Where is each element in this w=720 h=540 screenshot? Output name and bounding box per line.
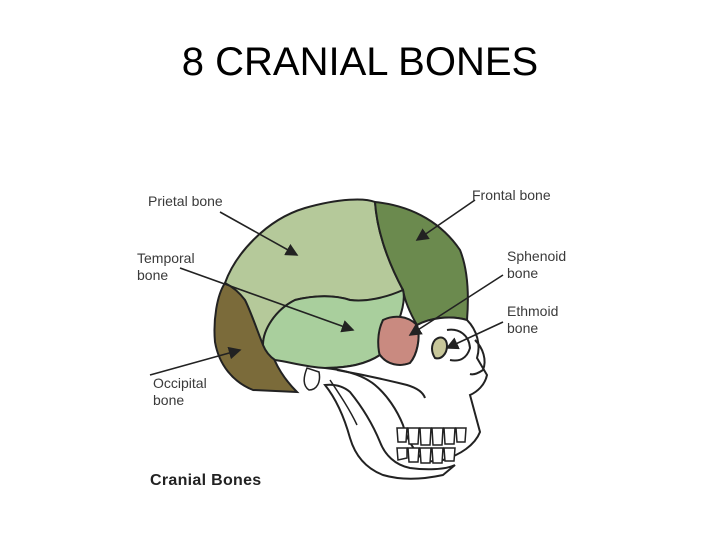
slide-title: 8 CRANIAL BONES (181, 40, 539, 84)
label-sphenoid-line2: bone (507, 265, 539, 281)
orbit-outline (446, 328, 472, 362)
label-occipital: Occipital bone (153, 375, 207, 409)
upper-teeth (396, 427, 467, 446)
nasal-outline (469, 339, 486, 376)
zygomatic-outline (336, 369, 426, 399)
mandible-ramus (329, 379, 358, 426)
label-frontal: Frontal bone (472, 187, 551, 203)
label-parietal: Prietal bone (148, 193, 223, 209)
skull-diagram (149, 198, 504, 480)
arrow-parietal (219, 211, 299, 256)
arrow-sphenoid (408, 274, 504, 336)
label-occipital-line2: bone (153, 392, 185, 408)
arrow-ethmoid (445, 321, 504, 350)
arrow-frontal (415, 199, 476, 241)
label-occipital-line1: Occipital (153, 375, 207, 391)
label-sphenoid-line1: Sphenoid (507, 248, 567, 264)
mastoid-process (303, 367, 321, 391)
label-ethmoid-line1: Ethmoid (507, 303, 559, 319)
arrow-occipital (149, 346, 242, 376)
label-arrows (149, 199, 504, 376)
lower-teeth (396, 447, 456, 464)
mandible (323, 383, 456, 480)
label-ethmoid: Ethmoid bone (507, 303, 558, 337)
label-temporal-line2: bone (137, 267, 169, 283)
ethmoid-bone (431, 336, 449, 360)
arrow-temporal (179, 267, 355, 333)
label-sphenoid: Sphenoid bone (507, 248, 566, 282)
label-temporal-line1: Temporal (137, 250, 195, 266)
label-temporal: Temporal bone (137, 250, 195, 284)
diagram-caption: Cranial Bones (150, 472, 262, 489)
label-ethmoid-line2: bone (507, 320, 539, 336)
